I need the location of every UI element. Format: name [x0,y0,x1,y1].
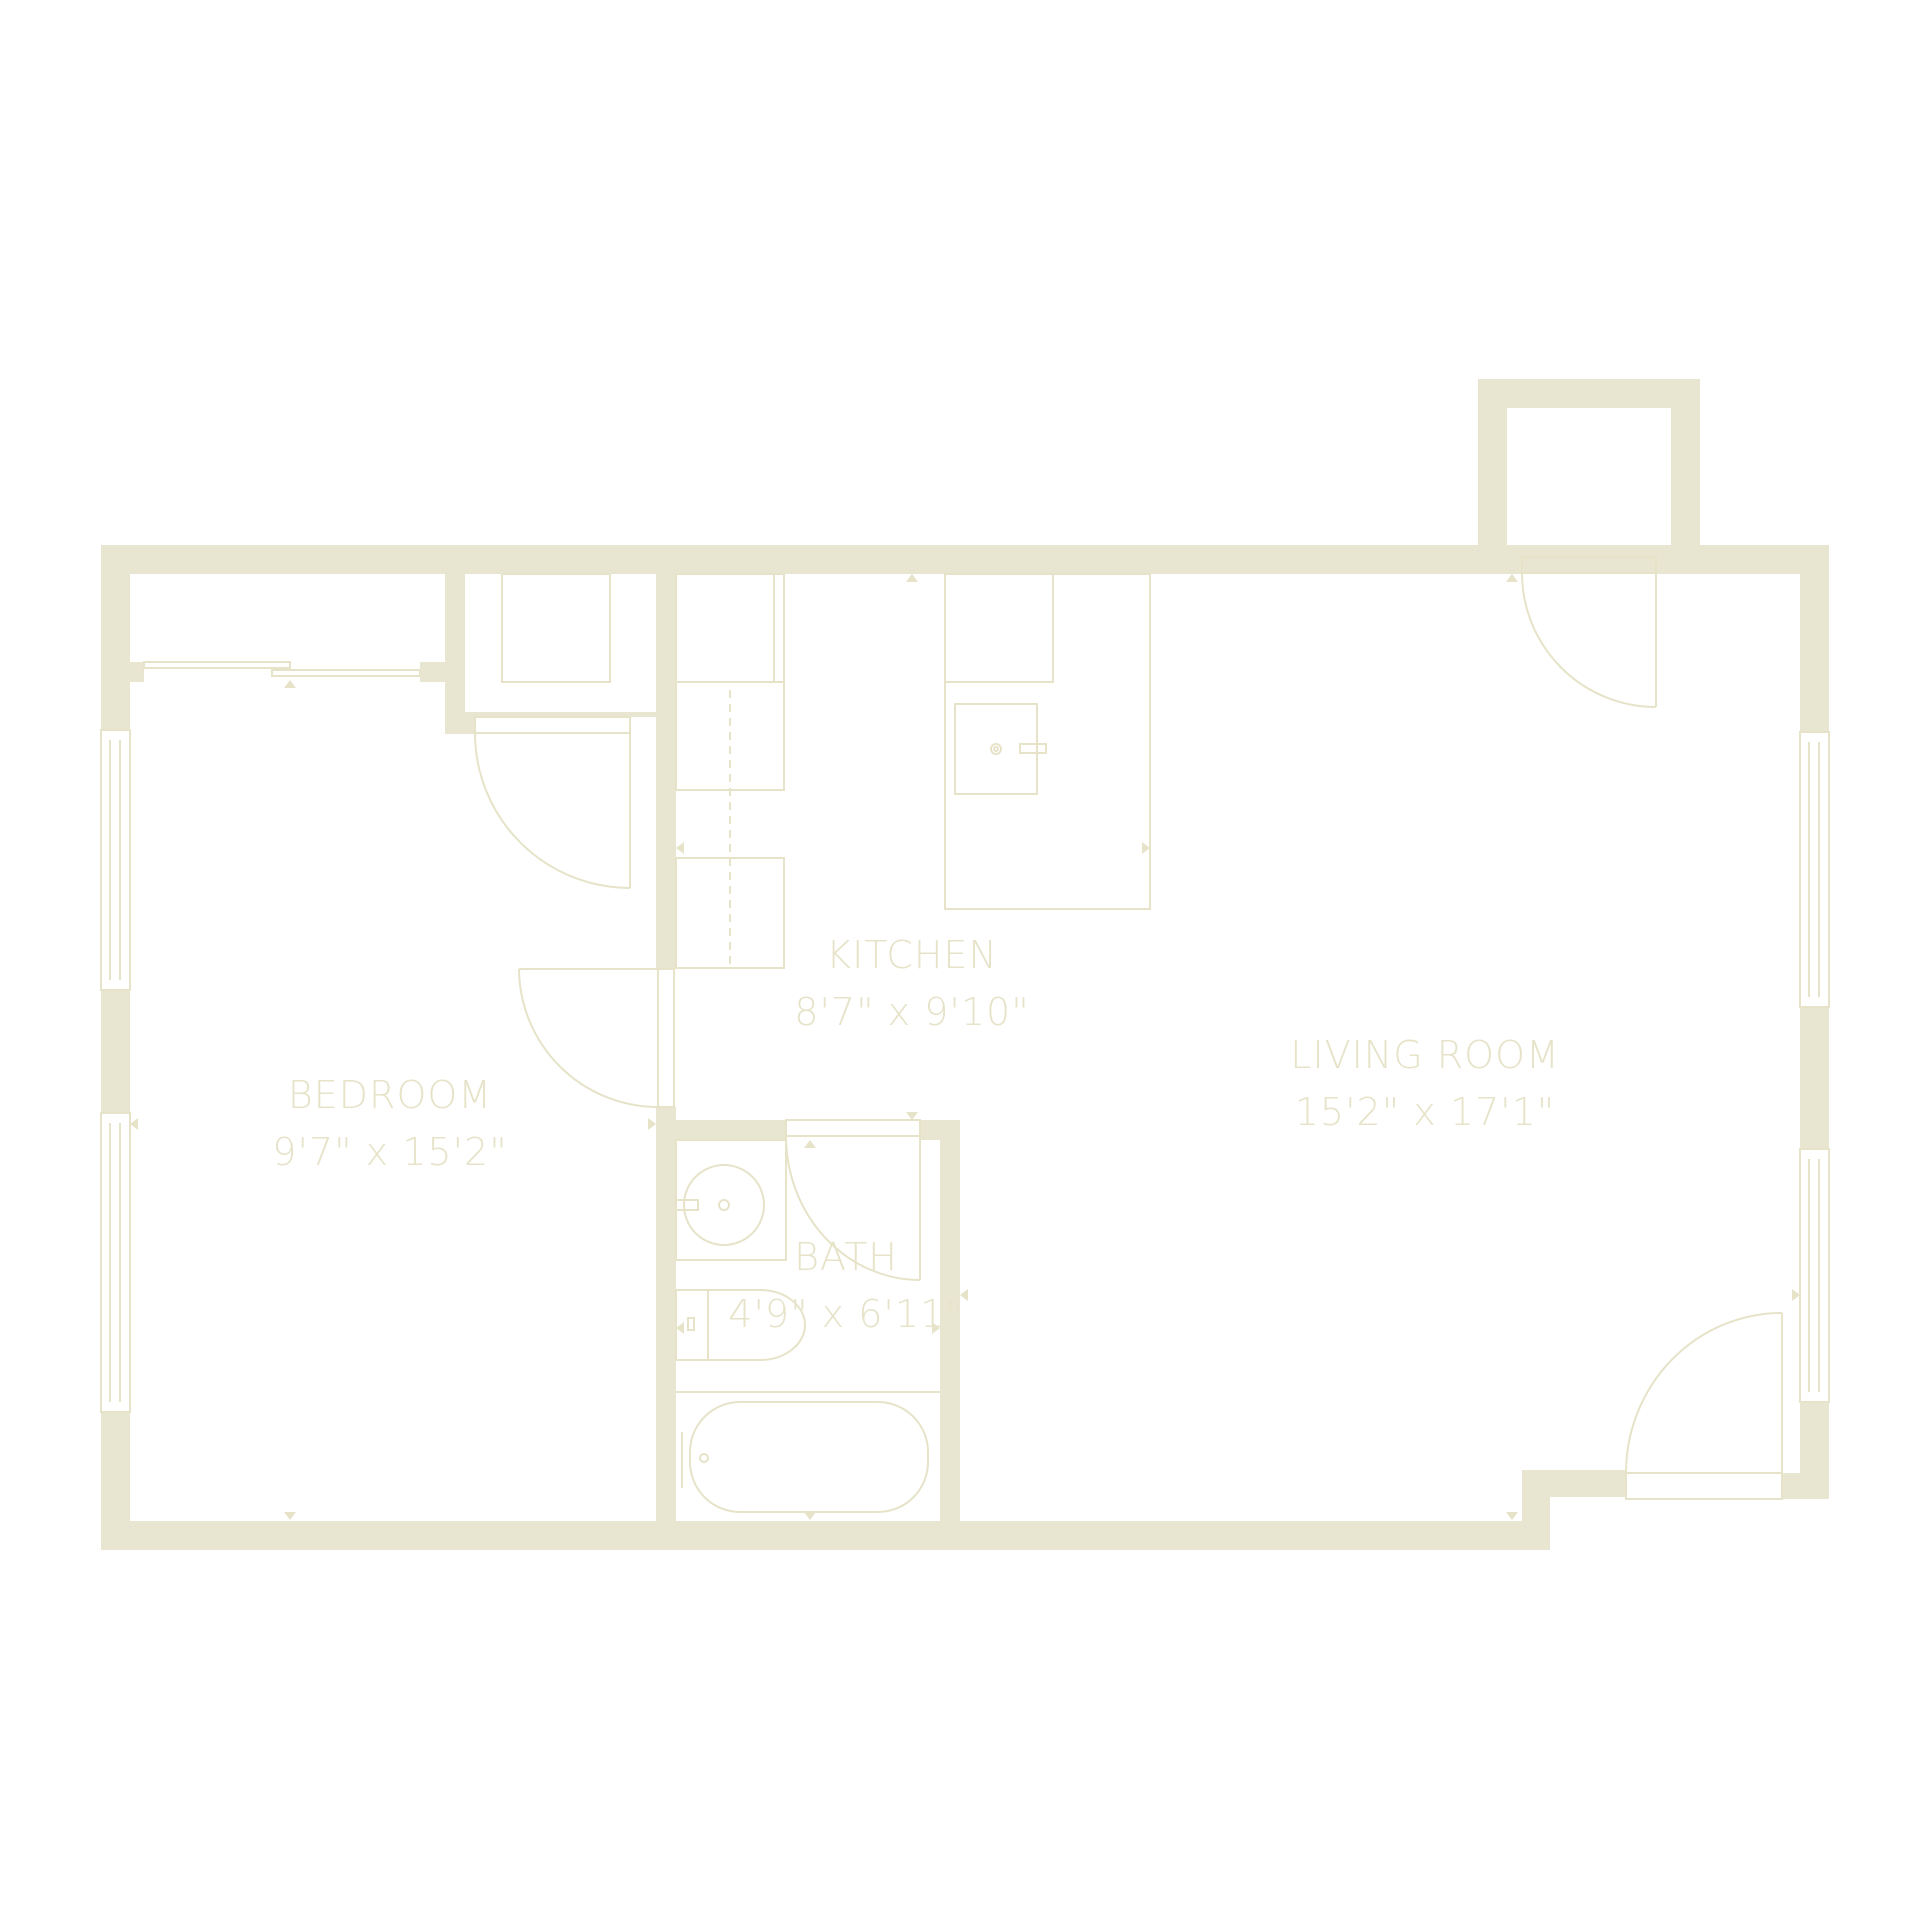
door-swing-icon [1521,556,1657,708]
dimension-marker-icon [284,1512,296,1520]
kitchen-upper-cabinet [675,573,785,683]
kitchen-island [944,573,1151,910]
dimension-marker-icon [676,842,684,854]
wall-closet-bottom2 [465,712,660,717]
wall-box-left [1478,379,1507,559]
dimension-marker-icon [960,1289,968,1301]
dimension-marker-icon [1792,1289,1800,1301]
door-swing-icon [1625,1312,1783,1500]
dimension-marker-icon [906,574,918,582]
living-room-name: LIVING ROOM [1290,1033,1560,1077]
wall-closet-stub-left [130,662,144,682]
dimension-marker-icon [1506,1512,1518,1520]
wall-closet-stub-right [420,662,445,682]
dimension-marker-icon [284,680,296,688]
closet-slider-2 [271,669,421,677]
dimension-marker-icon [804,1512,816,1520]
wall-top [101,545,1829,574]
bath-name: BATH [794,1235,898,1279]
dimension-marker-icon [130,1118,138,1130]
toilet-icon [675,1289,806,1361]
bedroom-name: BEDROOM [288,1073,492,1117]
window-icon [1799,731,1830,1008]
dimension-marker-icon [1142,842,1150,854]
wall-right-2 [1800,1007,1829,1149]
wall-bottom [101,1521,1550,1550]
window-icon [1799,1148,1830,1403]
sink-icon [675,1139,787,1261]
wall-right-1 [1800,545,1829,732]
kitchen-upper-2 [944,573,1054,683]
wall-left-1 [101,545,130,730]
closet-shelf [501,573,611,683]
wall-divider-1 [656,574,676,969]
wall-closet-bottom [445,712,475,734]
window-icon [100,729,131,991]
closet-slider-1 [143,661,291,669]
wall-closet-left [445,574,465,734]
bedroom-dims: 9'7" x 15'2" [272,1130,507,1174]
walls [101,379,1829,1550]
kitchen-name: KITCHEN [826,933,998,977]
fixtures [100,556,1830,1513]
door-swing-icon [518,968,675,1108]
sink-icon [954,703,1047,795]
bathtub-icon [676,1391,940,1513]
door-swing-icon [474,716,631,889]
wall-left-2 [101,990,130,1113]
dimension-marker-icon [648,1118,656,1130]
room-labels: BEDROOM 9'7" x 15'2" KITCHEN 8'7" x 9'10… [272,933,1560,1336]
living-room-dims: 15'2" x 17'1" [1295,1090,1556,1134]
wall-right-bottom [1782,1473,1829,1499]
dimension-marker-icon [676,1322,684,1334]
kitchen-dims: 8'7" x 9'10" [794,990,1029,1034]
wall-box-right [1671,379,1700,559]
window-icon [100,1112,131,1413]
wall-bath-right [940,1120,960,1521]
dimension-marker-icon [932,1322,940,1334]
dimension-marker-icon [1506,574,1518,582]
dimension-markers [130,574,1800,1520]
dimension-marker-icon [804,1140,816,1148]
wall-divider-2 [656,1107,676,1521]
dimension-marker-icon [906,1112,918,1120]
wall-bath-top [676,1120,786,1140]
wall-box-top [1478,379,1700,408]
bath-dims: 4'9" x 6'11" [728,1292,963,1336]
